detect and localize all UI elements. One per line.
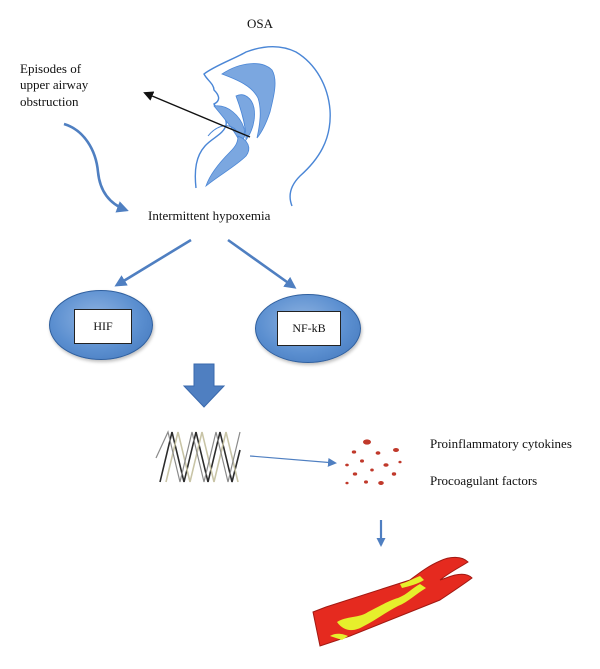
episodes-label-line-2: upper airway [20,77,89,93]
dna-helix-icon [155,430,241,483]
down-block-arrow [182,363,226,408]
dna-to-particles-arrow [249,455,337,467]
airway-shape-palate [235,94,255,142]
head-airway-illustration [194,46,331,207]
diagram-title: OSA [247,16,274,31]
episodes-to-hypoxemia-arrow [63,122,129,213]
hypoxemia-label: Intermittent hypoxemia [148,208,271,223]
cytokines-label: Proinflammatory cytokines [430,436,572,451]
hypoxemia-to-hif-arrow [114,238,192,287]
nfkb-box: NF-kB [277,311,341,346]
head-outline [194,46,331,207]
obstruction-arrow [143,91,251,138]
hypoxemia-to-nfkb-arrow [227,238,297,289]
episodes-label-line-1: Episodes of [20,61,82,76]
procoagulant-label: Procoagulant factors [430,473,538,488]
airway-outline-inner [207,125,237,137]
airway-shape-upper [221,63,276,139]
episodes-label-line-3: obstruction [20,93,79,109]
episodes-label: Episodes of upper airway obstruction [20,61,88,110]
hif-box: HIF [74,309,132,344]
airway-shape-pharynx [205,135,250,188]
airway-shape-tongue [213,105,246,143]
particles-icon [345,439,402,485]
blood-vessel-icon [312,556,473,647]
